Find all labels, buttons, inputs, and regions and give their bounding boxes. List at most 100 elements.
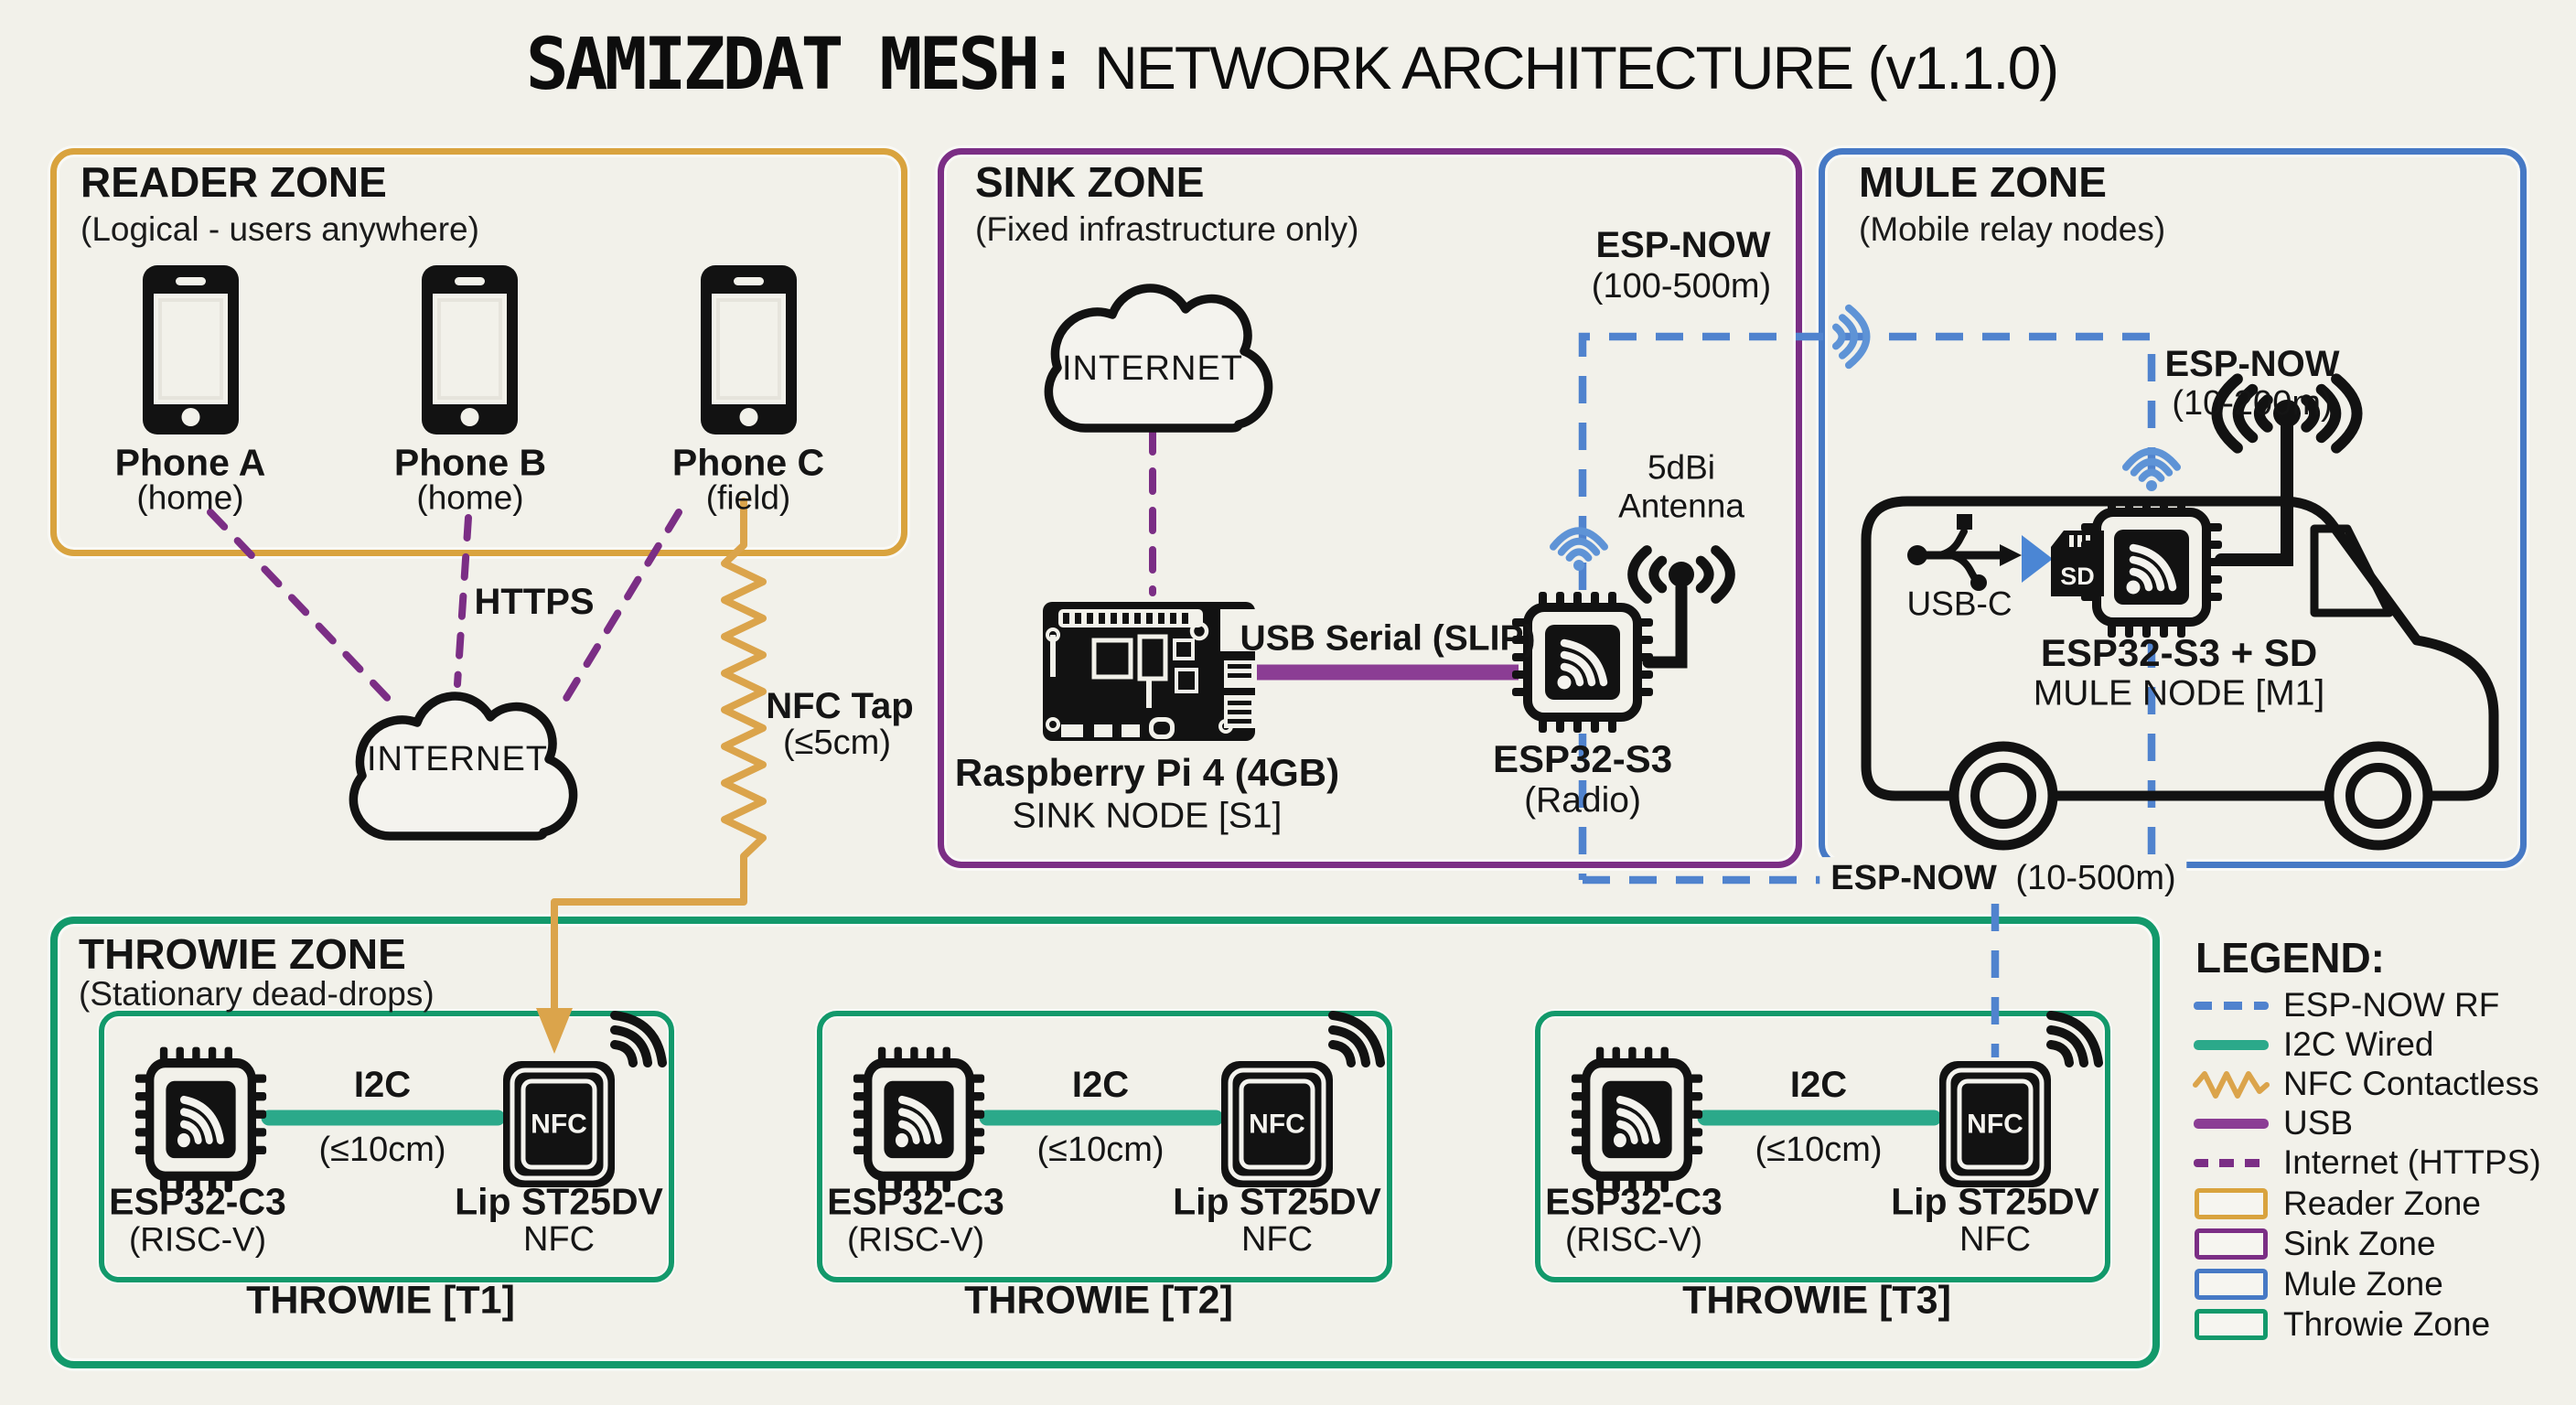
t2-chip-sublabel: (RISC-V) (846, 1220, 985, 1259)
t2-label: THROWIE [T2] (964, 1278, 1233, 1323)
espnow-bottom-label: ESP-NOW (10-500m) (1819, 857, 2187, 901)
nfc-tap-label: NFC Tap (766, 686, 914, 726)
sink-zone-title: SINK ZONE (975, 158, 1205, 206)
legend-row-reader-zone: Reader Zone (2194, 1183, 2481, 1225)
t3-tag-sublabel: NFC (1959, 1220, 2032, 1260)
esp32-s3-label: ESP32-S3 (1492, 736, 1673, 780)
antenna-label-2: Antenna (1618, 487, 1744, 525)
legend-row-usb: USB (2194, 1102, 2353, 1144)
t3-nfc-badge: NFC (1967, 1109, 2023, 1140)
espnow-mule-label: ESP-NOW (2164, 344, 2340, 384)
throwie-zone-box (50, 917, 2160, 1368)
legend-swatch-usb (2194, 1118, 2269, 1129)
feed-arrow-icon (2022, 535, 2053, 583)
usb-c-icon (1907, 514, 2022, 591)
nfc-waves-t3-icon (2046, 1011, 2103, 1067)
t2-nfc-badge: NFC (1249, 1109, 1305, 1140)
t3-chip-sublabel: (RISC-V) (1564, 1220, 1703, 1259)
t1-chip-sublabel: (RISC-V) (128, 1220, 267, 1259)
phone-c-icon (699, 263, 799, 436)
t1-tag-label: Lip ST25DV (455, 1180, 663, 1223)
antenna-5dbi-icon (1627, 545, 1735, 669)
legend-swatch-sink-zone (2195, 1228, 2268, 1260)
legend-title: LEGEND: (2195, 934, 2385, 981)
legend-swatch-reader-zone (2195, 1188, 2268, 1219)
https-link-phone-a (207, 509, 399, 710)
t1-chip-label: ESP32-C3 (109, 1180, 286, 1223)
t3-label: THROWIE [T3] (1682, 1278, 1951, 1323)
legend-row-espnow: ESP-NOW RF (2194, 984, 2499, 1026)
t1-i2c-label: I2C (353, 1065, 412, 1105)
legend-label: Internet (HTTPS) (2283, 1143, 2541, 1181)
reader-zone-box (50, 148, 907, 556)
mule-node-label: ESP32-S3 + SD (2040, 630, 2318, 674)
legend-swatch-https (2194, 1158, 2269, 1167)
throwie-zone-title: THROWIE ZONE (79, 930, 406, 978)
van-icon (1861, 496, 2499, 851)
phone-a-label: Phone A (114, 441, 266, 484)
t3-chip-label: ESP32-C3 (1545, 1180, 1723, 1223)
legend-swatch-mule-zone (2195, 1269, 2268, 1300)
phone-a-location: (home) (136, 478, 244, 517)
antenna-label-1: 5dBi (1647, 448, 1716, 487)
reader-zone-title: READER ZONE (80, 158, 387, 206)
sink-zone-subtitle: (Fixed infrastructure only) (975, 210, 1359, 248)
nfc-waves-t2-icon (1328, 1011, 1385, 1067)
esp32-s3-sink-chip-icon (1512, 592, 1653, 733)
reader-zone-subtitle: (Logical - users anywhere) (80, 210, 479, 248)
https-link-phone-c (562, 509, 682, 703)
title-brand: SAMIZDAT MESH: (525, 24, 1079, 106)
nfc-tap-range: (≤5cm) (783, 724, 891, 763)
throwie-t1-box (99, 1011, 674, 1282)
t1-tag-sublabel: NFC (522, 1220, 596, 1260)
phone-b-location: (home) (416, 478, 524, 517)
esp32-c3-t2-chip-icon (853, 1047, 984, 1193)
legend-swatch-nfc (2193, 1071, 2270, 1099)
throwie-t3-box (1535, 1011, 2110, 1282)
mule-zone-subtitle: (Mobile relay nodes) (1859, 210, 2166, 248)
legend-row-https: Internet (HTTPS) (2194, 1142, 2541, 1184)
phone-b-label: Phone B (393, 441, 547, 484)
t1-nfc-badge: NFC (531, 1109, 587, 1140)
phone-c-location: (field) (705, 478, 791, 517)
usb-c-label: USB-C (1906, 585, 2012, 623)
legend-swatch-throwie-zone (2195, 1309, 2268, 1340)
espnow-bottom-bold: ESP-NOW (1830, 859, 1997, 898)
t2-chip-label: ESP32-C3 (827, 1180, 1004, 1223)
title-rest: NETWORK ARCHITECTURE (v1.1.0) (1094, 34, 2059, 102)
legend-row-i2c: I2C Wired (2194, 1024, 2433, 1066)
legend-row-throwie-zone: Throwie Zone (2194, 1303, 2490, 1346)
mule-antenna-icon (2211, 373, 2363, 566)
legend-label: I2C Wired (2283, 1025, 2434, 1063)
legend-label: NFC Contactless (2283, 1065, 2539, 1102)
throwie-t2-box (817, 1011, 1392, 1282)
usb-serial-label: USB Serial (SLIP) (1240, 618, 1536, 659)
sink-zone-box (938, 148, 1802, 868)
esp32-c3-t1-chip-icon (135, 1047, 266, 1193)
raspberry-pi-icon (1043, 602, 1255, 741)
https-label: HTTPS (474, 582, 595, 622)
t2-tag-sublabel: NFC (1240, 1220, 1314, 1260)
t3-tag-label: Lip ST25DV (1891, 1180, 2099, 1223)
legend-label: USB (2283, 1104, 2354, 1142)
esp32-s3-sublabel: (Radio) (1524, 780, 1641, 820)
legend-label: Throwie Zone (2283, 1305, 2491, 1343)
sd-card-label: SD (2060, 562, 2095, 590)
legend-row-mule-zone: Mule Zone (2194, 1263, 2443, 1305)
https-link-phone-b (454, 514, 472, 688)
espnow-top-range: (100-500m) (1591, 267, 1772, 306)
espnow-top-label: ESP-NOW (1595, 225, 1771, 265)
nfc-tap-link (536, 498, 767, 1054)
page-title: SAMIZDAT MESH: NETWORK ARCHITECTURE (v1.… (525, 24, 2060, 106)
internet-label-reader: INTERNET (367, 740, 548, 779)
t2-i2c-range: (≤10cm) (1036, 1131, 1165, 1170)
legend-swatch-espnow-rf (2194, 1001, 2269, 1010)
rf-waves-icon-midlink (1832, 304, 1871, 370)
t3-i2c-label: I2C (1789, 1065, 1848, 1105)
espnow-mule-range: (10-200m) (2172, 384, 2333, 424)
phone-a-icon (141, 263, 241, 436)
t1-i2c-range: (≤10cm) (318, 1131, 446, 1170)
esp32-c3-t3-chip-icon (1572, 1047, 1702, 1193)
